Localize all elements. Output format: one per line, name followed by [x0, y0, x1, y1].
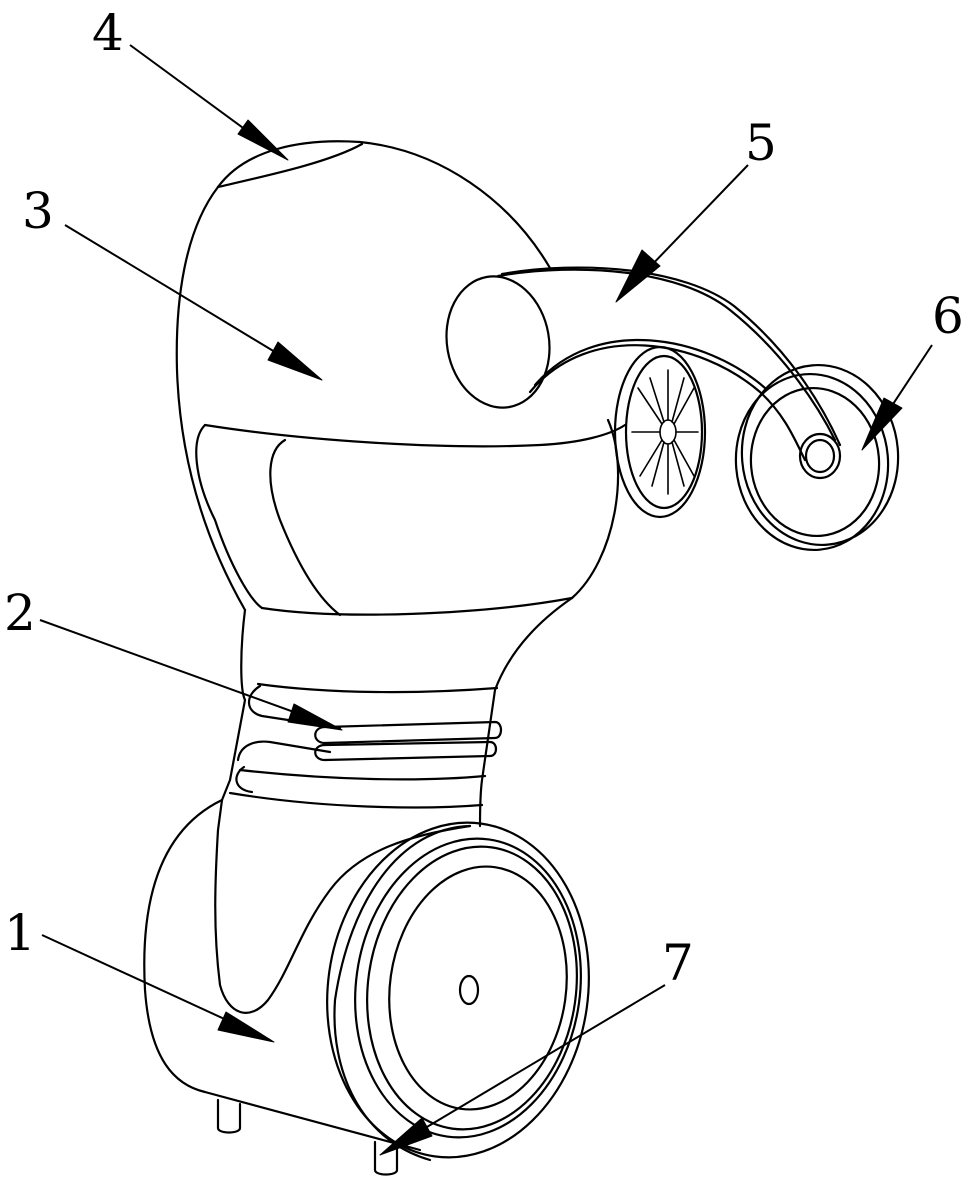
leader-6 [862, 345, 932, 450]
callout-4: 4 [92, 4, 124, 62]
leader-4 [130, 45, 288, 160]
callout-5: 5 [745, 114, 777, 172]
waist-column [222, 598, 572, 826]
head-shell [177, 141, 625, 615]
leader-2 [40, 620, 342, 730]
fan-spokes [632, 370, 698, 494]
base-wheel [306, 806, 610, 1175]
callout-7: 7 [662, 934, 694, 992]
leader-1 [42, 935, 274, 1042]
callout-3: 3 [22, 182, 54, 240]
callout-1: 1 [4, 904, 36, 962]
wheel-hub [460, 976, 478, 1004]
base-housing [144, 800, 470, 1150]
callout-2: 2 [4, 584, 36, 642]
callout-6: 6 [932, 287, 964, 345]
fan-wheel [615, 347, 705, 517]
leader-3 [65, 225, 322, 380]
